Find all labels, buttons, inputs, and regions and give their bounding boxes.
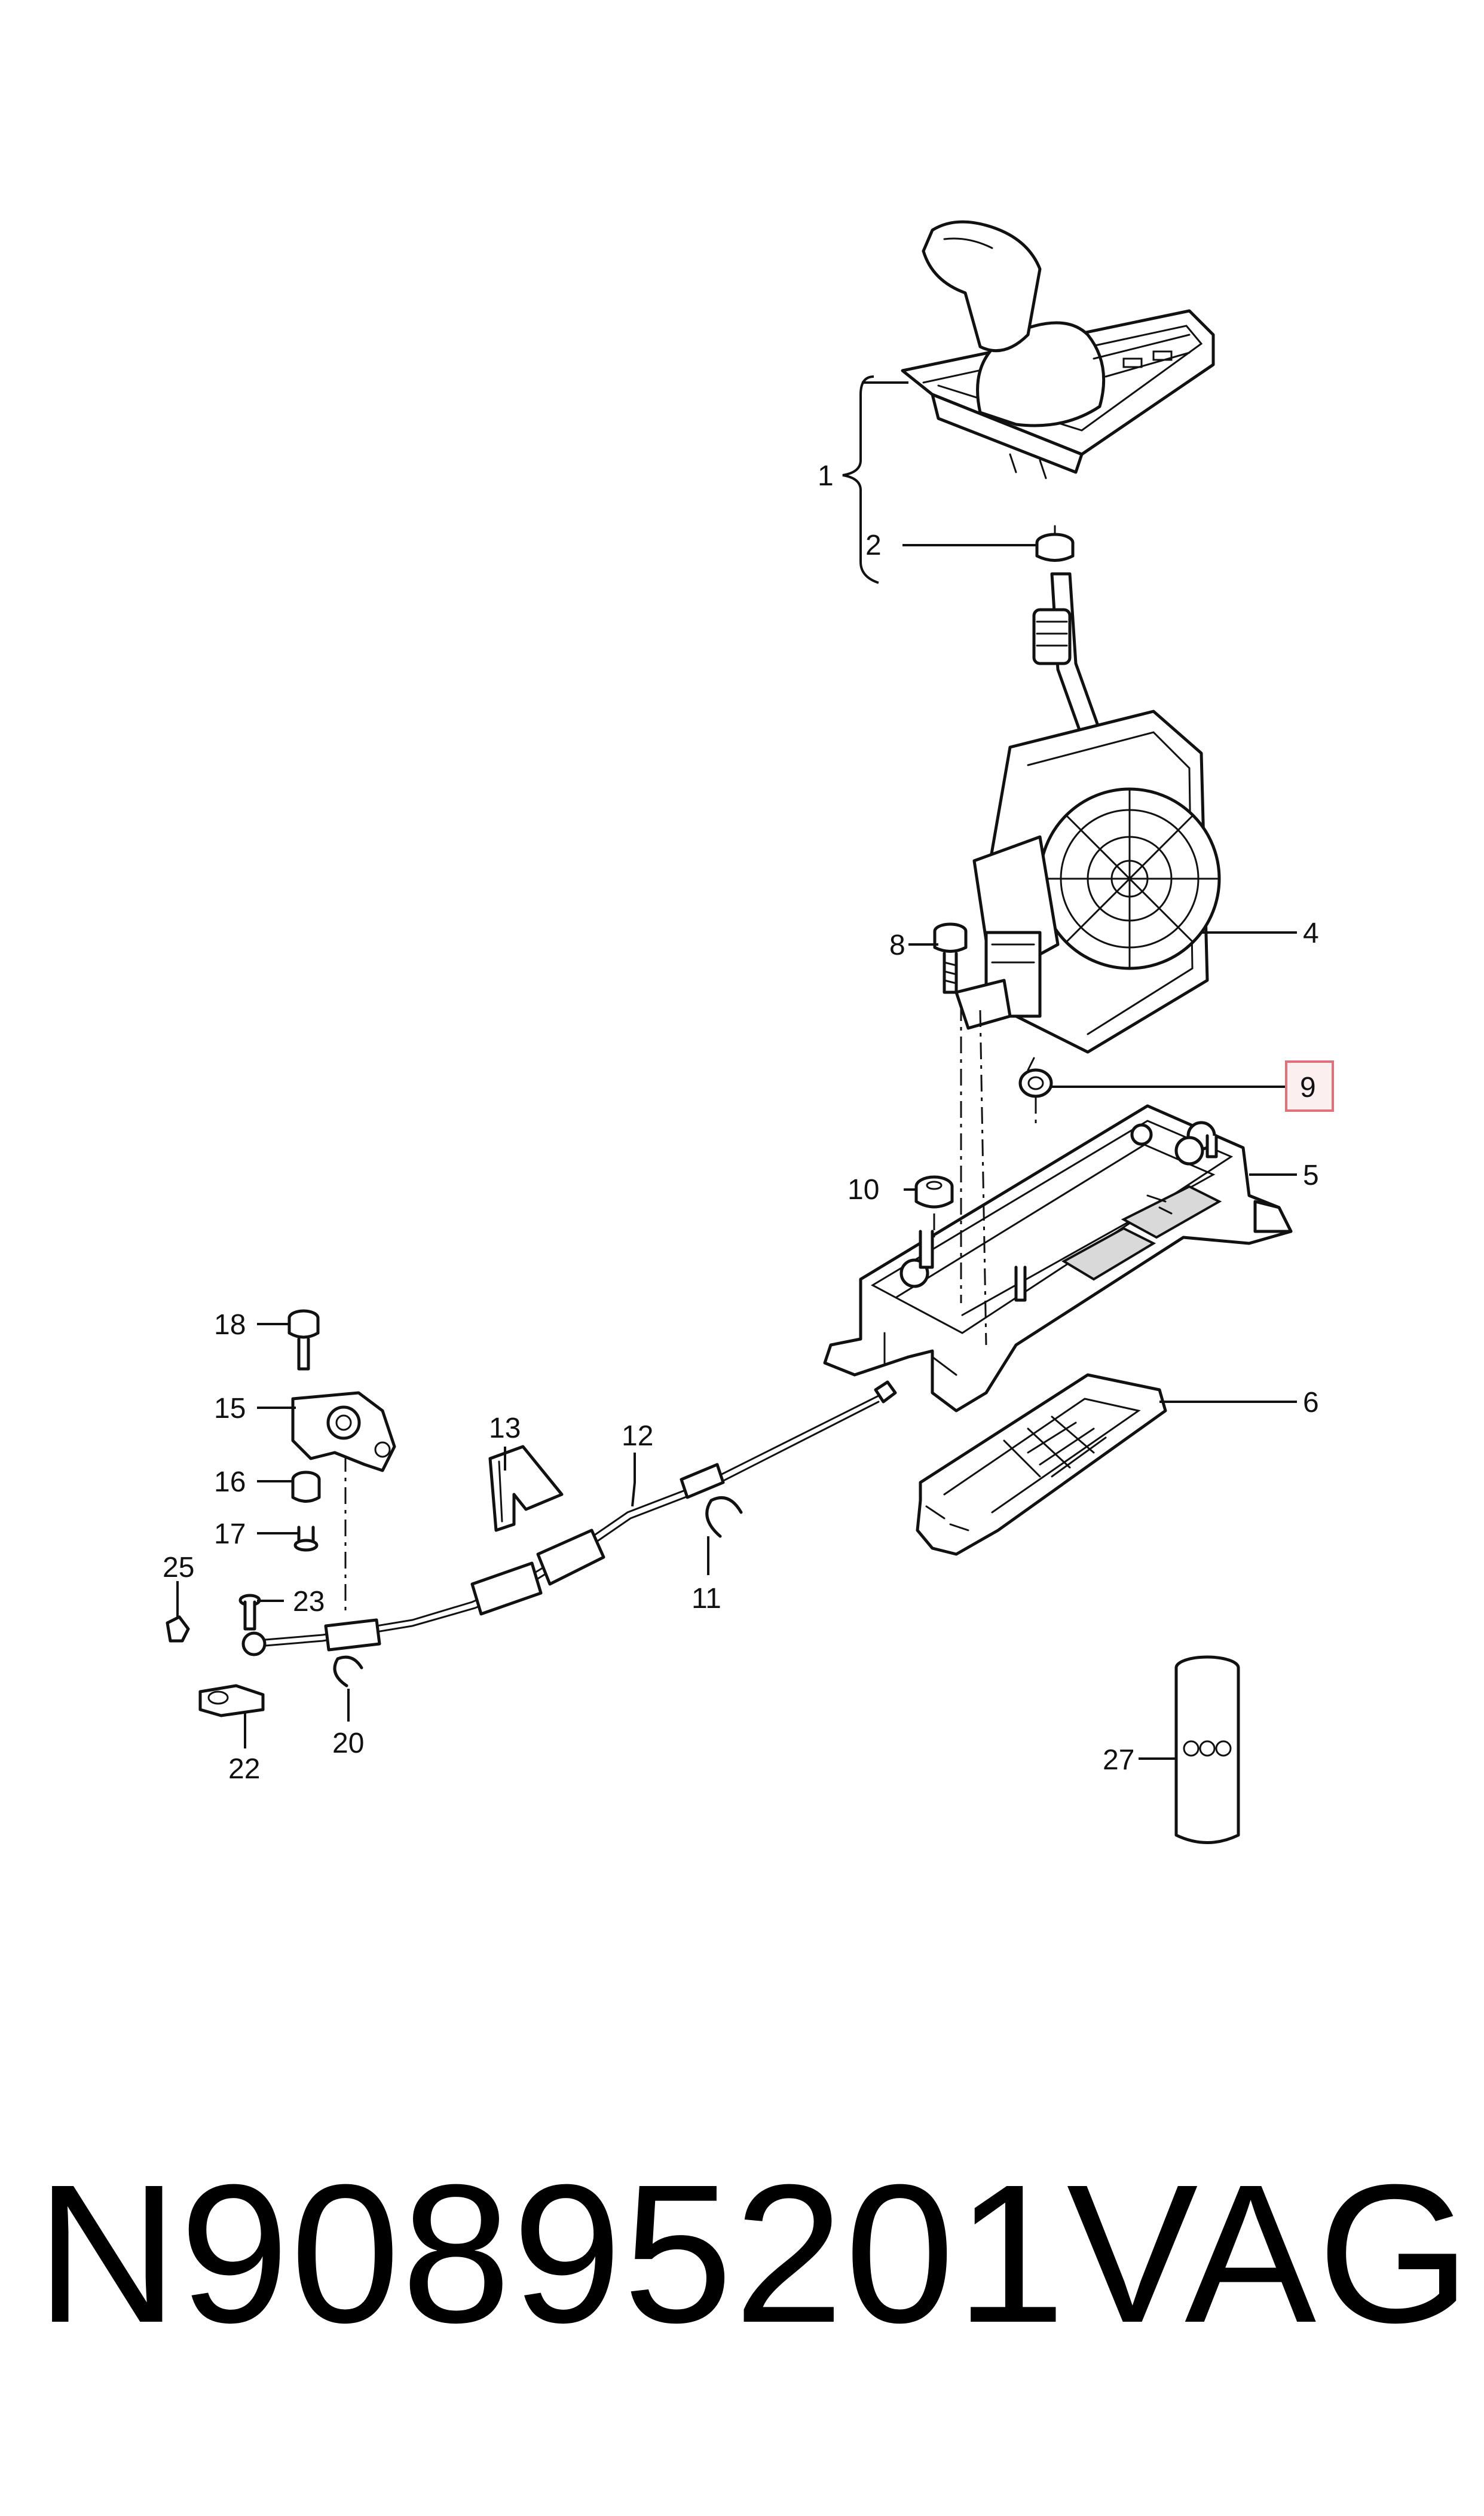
callout-22: 22: [228, 1753, 260, 1785]
callout-2: 2: [865, 530, 882, 561]
part-8-bolt: [933, 922, 968, 994]
part-18-bolt: [287, 1309, 320, 1371]
callout-20: 20: [332, 1728, 364, 1759]
callout-10: 10: [847, 1174, 879, 1206]
part-11-circlip: [705, 1496, 743, 1538]
brand-name: VAG: [1066, 2143, 1472, 2364]
part-10-nut: [914, 1175, 954, 1209]
callout-4: 4: [1303, 918, 1319, 949]
part-6-cover: [916, 1373, 1167, 1556]
callout-6: 6: [1303, 1387, 1319, 1419]
assembly-guide-lines: [344, 1004, 1037, 1614]
part-20-circlip: [333, 1655, 363, 1687]
footer-caption: N90895201 VAG: [36, 2128, 1471, 2379]
part-27-lubricant-can: [1174, 1655, 1240, 1844]
part-16-bush: [291, 1471, 321, 1503]
part-number: N90895201: [36, 2143, 1067, 2364]
callout-25: 25: [163, 1552, 194, 1583]
part-1-shift-knob-assembly: [901, 220, 1215, 479]
part-12-selector-cable: [241, 1380, 897, 1656]
callout-12: 12: [622, 1420, 653, 1452]
callout-27: 27: [1103, 1744, 1134, 1776]
callout-13: 13: [489, 1413, 521, 1444]
part-23-bolt: [238, 1594, 261, 1631]
part-15-bracket: [291, 1391, 396, 1472]
callout-9-highlight: [1285, 1060, 1334, 1112]
callout-16: 16: [214, 1466, 246, 1498]
callout-18: 18: [214, 1309, 246, 1341]
part-2-ring: [1035, 525, 1075, 562]
callout-9: 9: [1300, 1072, 1316, 1103]
part-17-screw: [293, 1526, 319, 1552]
leader-lines: [176, 375, 1297, 1760]
part-4-selector-mechanism: [954, 710, 1221, 1054]
callout-17: 17: [214, 1518, 246, 1550]
part-5-carrier-base: [823, 1104, 1293, 1413]
callout-1: 1: [818, 460, 834, 492]
part-25-clip: [166, 1615, 190, 1643]
callout-11: 11: [691, 1583, 721, 1615]
part-22-ball-socket: [198, 1684, 265, 1717]
part-13-bracket: [488, 1445, 564, 1532]
callout-5: 5: [1303, 1160, 1319, 1191]
callout-15: 15: [214, 1393, 246, 1424]
callout-8: 8: [889, 930, 905, 961]
callout-23: 23: [293, 1586, 325, 1618]
part-9-bush: [1018, 1057, 1053, 1098]
callout-numbers: 1 2 4 5 6 8 9 10 11 12 13 15 16 17 18 20…: [163, 460, 1319, 1785]
